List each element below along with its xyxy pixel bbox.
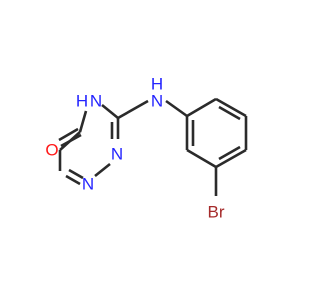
atom-nitrogen-n2: N: [111, 145, 123, 164]
bond-c3-nh: [117, 99, 149, 120]
atom-bromine: Br: [208, 203, 225, 222]
atom-nitrogen-n1: N: [82, 175, 94, 194]
bond-c5-o-1: [58, 127, 79, 142]
atom-layer: O N H N H N N Br: [45, 75, 224, 222]
bond-layer: [58, 97, 248, 196]
atom-hydrogen-nh: H: [151, 75, 163, 94]
bond-n2-n1: [94, 162, 111, 178]
bond-ar-5: [186, 148, 217, 169]
bond-nh-c1: [165, 99, 188, 118]
bond-n1-c6-2: [68, 168, 84, 180]
bond-ar-inner-2: [218, 145, 241, 161]
atom-oxygen: O: [45, 141, 58, 160]
bond-ar-inner-1: [218, 105, 241, 121]
atom-nitrogen-n4: N: [90, 92, 102, 111]
bond-ar-4: [215, 148, 247, 169]
bond-ar-1: [186, 97, 217, 118]
molecule-structure: O N H N H N N Br: [45, 75, 248, 222]
bond-n1-c6-1: [65, 174, 81, 186]
bond-ar-2: [215, 97, 247, 118]
bond-c5-c6b: [59, 131, 81, 151]
bond-n4-c3: [101, 103, 119, 120]
bond-c5-n4: [78, 110, 88, 133]
atom-nitrogen-nh: N: [151, 92, 163, 111]
atom-hydrogen-n4: H: [76, 92, 88, 111]
